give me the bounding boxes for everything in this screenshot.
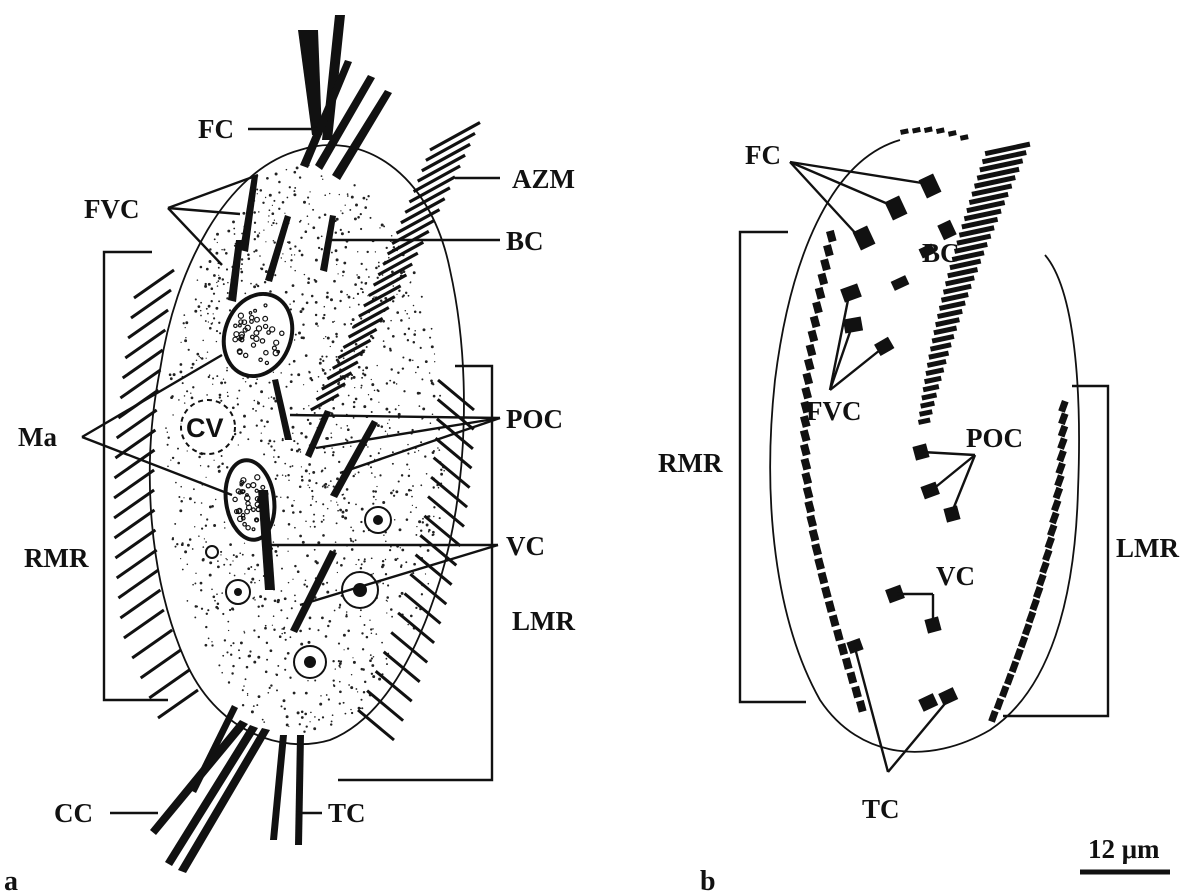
panel-b-label-poc: POC xyxy=(966,423,1023,453)
panel-b-marginal-rows xyxy=(800,230,1069,723)
panel-b-scale-bar-label: 12 μm xyxy=(1088,834,1160,864)
panel-b-rmr-bracket xyxy=(740,232,806,702)
panel-b-label-tc: TC xyxy=(862,794,900,824)
panel-b-adoral-zone-membranelles xyxy=(900,126,1030,424)
panel-a-label-poc: POC xyxy=(506,404,563,434)
panel-a-rmr-bracket xyxy=(104,252,168,700)
panel-b-label-fvc: FVC xyxy=(806,396,862,426)
panel-a-caudal-transverse-cirri xyxy=(150,705,304,873)
panel-b-infraciliature-diagram: FC BC FVC POC RMR LMR VC TC b 12 μm xyxy=(658,126,1179,895)
panel-a-label-azm: AZM xyxy=(512,164,575,194)
panel-a-label-bc: BC xyxy=(506,226,544,256)
panel-a-label-rmr: RMR xyxy=(24,543,89,573)
panel-a-label-cc: CC xyxy=(54,798,93,828)
panel-a-frontal-cirri xyxy=(298,15,392,180)
panel-a-live-cell-drawing: CV xyxy=(4,15,575,895)
panel-a-letter: a xyxy=(4,866,18,895)
panel-a-food-vacuoles xyxy=(206,507,391,678)
panel-a-adoral-zone-membranelles xyxy=(311,123,480,411)
panel-a-frontoventral-cirri xyxy=(228,175,336,302)
panel-a-label-fc: FC xyxy=(198,114,234,144)
panel-a-leader-lines xyxy=(82,129,500,813)
panel-a-label-fvc: FVC xyxy=(84,194,140,224)
panel-a-postoral-cirri xyxy=(272,379,378,498)
panel-b-label-lmr: LMR xyxy=(1116,533,1179,563)
panel-a-label-vc: VC xyxy=(506,531,545,561)
panel-b-label-vc: VC xyxy=(936,561,975,591)
panel-b-letter: b xyxy=(700,866,716,895)
panel-a-label-cv: CV xyxy=(186,413,224,443)
panel-b-label-bc: BC xyxy=(922,238,960,268)
panel-a-label-ma: Ma xyxy=(18,422,57,452)
panel-b-label-rmr: RMR xyxy=(658,448,723,478)
panel-a-label-tc: TC xyxy=(328,798,366,828)
panel-b-label-fc: FC xyxy=(745,140,781,170)
panel-a-marginal-cirri xyxy=(114,270,474,740)
panel-a-label-lmr: LMR xyxy=(512,606,575,636)
